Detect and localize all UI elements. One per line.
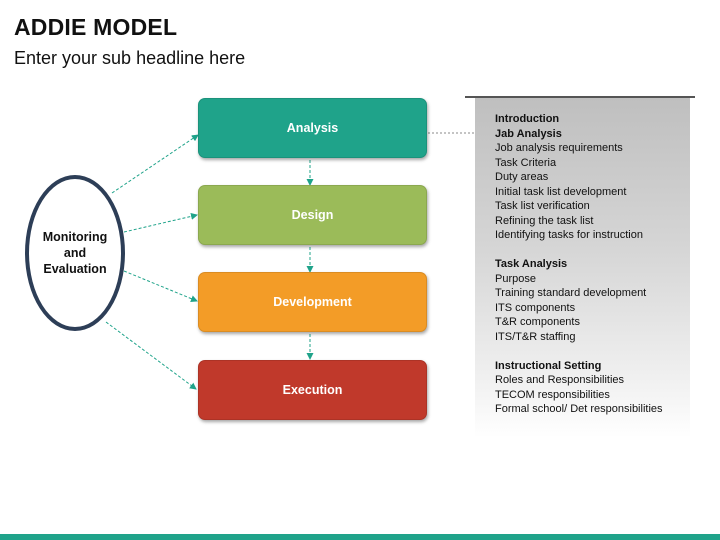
section-heading: Introduction (495, 113, 560, 125)
details-section-instructional-setting: Instructional Setting Roles and Responsi… (495, 359, 695, 417)
section-heading: Task Analysis (495, 258, 568, 270)
details-panel-top-bar (465, 96, 695, 98)
list-item: Identifying tasks for instruction (495, 229, 643, 241)
section-subheading: Jab Analysis (495, 127, 562, 140)
arrow-oval-to-analysis (111, 134, 199, 194)
list-item: Initial task list development (495, 185, 627, 198)
list-item: T&R components (495, 316, 580, 328)
arrow-oval-to-design (123, 212, 198, 233)
list-item: ITS components (495, 301, 576, 314)
monitoring-evaluation-oval: Monitoring and Evaluation (25, 175, 125, 331)
details-section-introduction: Introduction Jab Analysis Job analysis r… (495, 112, 695, 243)
analysis-stage-label: Analysis (286, 121, 339, 135)
monitor-label-line-1: Monitoring (42, 230, 108, 244)
bottom-accent-bar (0, 534, 720, 540)
analysis-stage: Analysis (198, 98, 427, 158)
design-stage: Design (198, 185, 427, 245)
list-item: Job analysis requirements (495, 142, 623, 154)
execution-stage-label: Execution (282, 383, 343, 397)
section-heading: Instructional Setting (495, 359, 602, 372)
list-item: Formal school/ Det responsibilities (495, 403, 663, 415)
arrow-oval-to-development (123, 270, 198, 302)
details-panel (475, 98, 690, 438)
design-stage-label: Design (291, 208, 334, 222)
details-text: Introduction Jab Analysis Job analysis r… (495, 112, 695, 431)
monitor-label-line-3: Evaluation (43, 262, 107, 276)
list-item: Roles and Responsibilities (495, 374, 625, 386)
execution-stage: Execution (198, 360, 427, 420)
list-item: Duty areas (495, 171, 549, 183)
arrow-oval-to-execution (105, 321, 197, 390)
list-item: Training standard development (495, 287, 647, 299)
development-stage-label: Development (273, 295, 352, 309)
monitor-label-line-2: and (63, 246, 87, 260)
details-section-task-analysis: Task Analysis Purpose Training standard … (495, 257, 695, 344)
list-item: ITS/T&R staffing (495, 330, 576, 343)
list-item: Refining the task list (495, 214, 594, 227)
list-item: Purpose (495, 272, 536, 285)
list-item: Task Criteria (495, 156, 557, 169)
development-stage: Development (198, 272, 427, 332)
page-title: ADDIE MODEL (14, 14, 178, 40)
list-item: Task list verification (495, 200, 590, 212)
page-subtitle: Enter your sub headline here (14, 48, 246, 68)
list-item: TECOM responsibilities (495, 388, 610, 401)
